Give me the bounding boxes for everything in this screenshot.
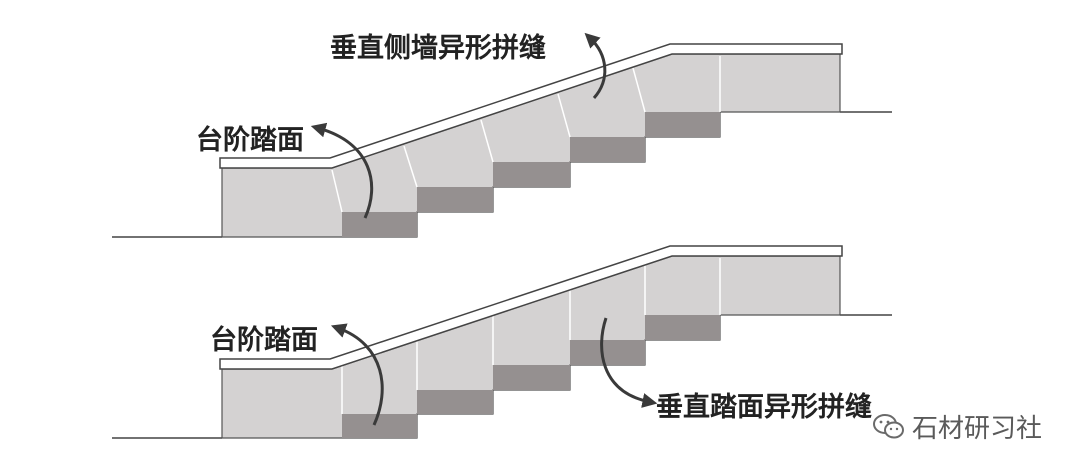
- top-step-2: [417, 187, 493, 212]
- bottom-riser-joint-label: 垂直踏面异形拼缝: [656, 392, 872, 423]
- wechat-icon: [873, 413, 904, 438]
- top-step-3: [493, 162, 570, 187]
- top-side-wall: [221, 53, 841, 238]
- top-staircase: [112, 32, 892, 238]
- bottom-step-1: [342, 414, 417, 438]
- bottom-tread-label: 台阶踏面: [210, 325, 318, 356]
- bottom-step-2: [417, 390, 493, 414]
- top-wall-joint-arrow: [584, 32, 607, 99]
- watermark-text: 石材研习社: [912, 414, 1043, 444]
- top-wall-joint-label: 垂直侧墙异形拼缝: [330, 33, 546, 64]
- top-step-5: [645, 112, 720, 137]
- bottom-step-4: [570, 340, 645, 365]
- top-step-4: [570, 137, 645, 162]
- watermark: 石材研习社: [872, 408, 1042, 445]
- bottom-riser-joints: [341, 258, 721, 414]
- bottom-staircase: [112, 245, 892, 439]
- bottom-riser-joint-arrow: [600, 317, 658, 408]
- top-tread-arrow: [310, 122, 374, 219]
- top-wall-joints: [331, 56, 721, 213]
- bottom-tread-arrow: [330, 323, 384, 426]
- bottom-wall-cap: [219, 245, 843, 370]
- bottom-step-3: [493, 365, 570, 390]
- top-tread-label: 台阶踏面: [196, 125, 304, 156]
- bottom-step-5: [645, 315, 720, 340]
- top-step-1: [342, 212, 417, 237]
- top-wall-cap: [219, 43, 843, 169]
